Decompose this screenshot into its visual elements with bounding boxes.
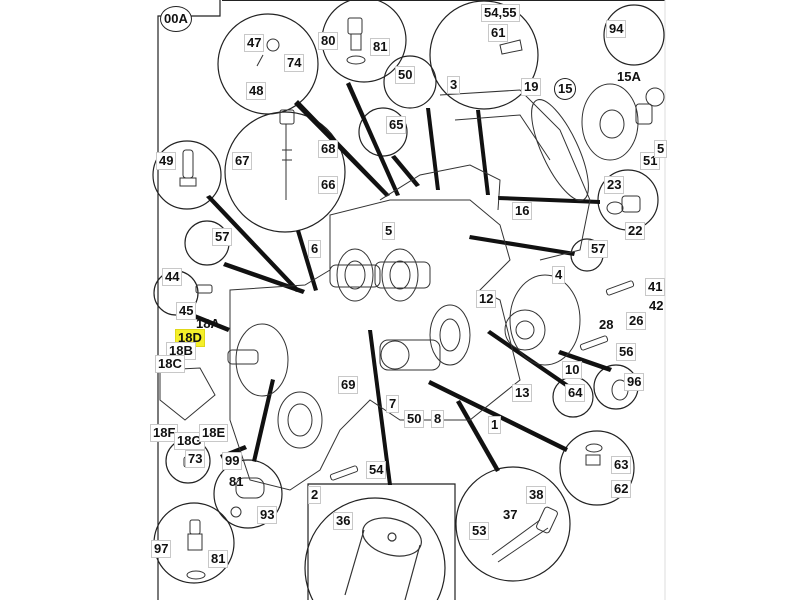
callout-54[interactable]: 54 bbox=[366, 461, 387, 479]
callout-65[interactable]: 65 bbox=[386, 116, 407, 134]
callout-36[interactable]: 36 bbox=[333, 512, 354, 530]
detail-circle-81-93 bbox=[213, 459, 283, 529]
callout-5-right[interactable]: 5 bbox=[654, 140, 668, 158]
callout-26[interactable]: 26 bbox=[626, 312, 647, 330]
callout-57-left[interactable]: 57 bbox=[212, 228, 233, 246]
callout-81-bottom[interactable]: 81 bbox=[208, 550, 229, 568]
callout-38[interactable]: 38 bbox=[526, 486, 547, 504]
callout-53[interactable]: 53 bbox=[469, 522, 490, 540]
callout-22[interactable]: 22 bbox=[625, 222, 646, 240]
callout-93[interactable]: 93 bbox=[257, 506, 278, 524]
callout-48[interactable]: 48 bbox=[246, 82, 267, 100]
oil-filter-shape bbox=[344, 517, 422, 600]
callout-6[interactable]: 6 bbox=[308, 240, 322, 258]
callout-7[interactable]: 7 bbox=[386, 395, 400, 413]
callout-15A[interactable]: 15A bbox=[617, 69, 641, 84]
callout-8[interactable]: 8 bbox=[431, 410, 445, 428]
detail-circle-49 bbox=[152, 140, 222, 210]
detail-circle-54-55-61 bbox=[429, 0, 539, 110]
callout-97[interactable]: 97 bbox=[151, 540, 172, 558]
callout-28[interactable]: 28 bbox=[599, 317, 614, 332]
callout-81-middle[interactable]: 81 bbox=[229, 474, 244, 489]
callout-80[interactable]: 80 bbox=[318, 32, 339, 50]
callout-57-right[interactable]: 57 bbox=[588, 240, 609, 258]
small-parts bbox=[159, 17, 641, 580]
callout-10[interactable]: 10 bbox=[562, 361, 583, 379]
detail-circle-94 bbox=[603, 4, 665, 66]
callout-62[interactable]: 62 bbox=[611, 480, 632, 498]
callout-5[interactable]: 5 bbox=[382, 222, 396, 240]
callout-94[interactable]: 94 bbox=[606, 20, 627, 38]
callout-16[interactable]: 16 bbox=[512, 202, 533, 220]
callout-44[interactable]: 44 bbox=[162, 268, 183, 286]
callout-56[interactable]: 56 bbox=[616, 343, 637, 361]
detail-circle-36 bbox=[304, 497, 446, 600]
callout-96[interactable]: 96 bbox=[624, 373, 645, 391]
callout-42[interactable]: 42 bbox=[649, 298, 664, 313]
callout-50-top[interactable]: 50 bbox=[395, 66, 416, 84]
callout-18A[interactable]: 18A bbox=[196, 316, 220, 331]
gearbox-housing bbox=[229, 83, 665, 491]
callout-19[interactable]: 19 bbox=[521, 78, 542, 96]
detail-circle-50 bbox=[383, 55, 437, 109]
callout-66[interactable]: 66 bbox=[318, 176, 339, 194]
gear-shafts bbox=[227, 248, 581, 449]
callout-18C[interactable]: 18C bbox=[155, 355, 185, 373]
callout-63[interactable]: 63 bbox=[611, 456, 632, 474]
callout-61[interactable]: 61 bbox=[488, 24, 509, 42]
callout-4[interactable]: 4 bbox=[552, 266, 566, 284]
callout-54-55[interactable]: 54,55 bbox=[481, 4, 520, 22]
callout-13[interactable]: 13 bbox=[512, 384, 533, 402]
callout-68[interactable]: 68 bbox=[318, 140, 339, 158]
callout-81-top[interactable]: 81 bbox=[370, 38, 391, 56]
callout-45[interactable]: 45 bbox=[176, 302, 197, 320]
callout-69[interactable]: 69 bbox=[338, 376, 359, 394]
callout-18G[interactable]: 18G bbox=[174, 432, 205, 450]
sheet-frame-line bbox=[157, 0, 221, 600]
callout-3[interactable]: 3 bbox=[447, 76, 461, 94]
sheet-reference-badge[interactable]: 00A bbox=[160, 6, 192, 32]
callout-15[interactable]: 15 bbox=[554, 78, 577, 100]
callout-74[interactable]: 74 bbox=[284, 54, 305, 72]
detail-circle-67-68-66 bbox=[224, 111, 346, 233]
detail-circle-63-62 bbox=[559, 430, 635, 506]
callout-99[interactable]: 99 bbox=[222, 452, 243, 470]
callout-37[interactable]: 37 bbox=[503, 507, 518, 522]
callout-50-bottom[interactable]: 50 bbox=[404, 410, 425, 428]
detail-circle-38-37-53 bbox=[455, 466, 571, 582]
callout-41[interactable]: 41 bbox=[645, 278, 666, 296]
callout-67[interactable]: 67 bbox=[232, 152, 253, 170]
callout-49[interactable]: 49 bbox=[156, 152, 177, 170]
callout-73[interactable]: 73 bbox=[185, 450, 206, 468]
leader-wedges bbox=[188, 82, 612, 485]
callout-18E[interactable]: 18E bbox=[199, 424, 229, 442]
callout-47[interactable]: 47 bbox=[244, 34, 265, 52]
oil-filter-frame bbox=[307, 483, 456, 600]
callout-23[interactable]: 23 bbox=[604, 176, 625, 194]
callout-2[interactable]: 2 bbox=[308, 486, 322, 504]
callout-64[interactable]: 64 bbox=[565, 384, 586, 402]
callout-1[interactable]: 1 bbox=[488, 416, 502, 434]
callout-12[interactable]: 12 bbox=[476, 290, 497, 308]
detail-circle-65 bbox=[358, 107, 408, 157]
